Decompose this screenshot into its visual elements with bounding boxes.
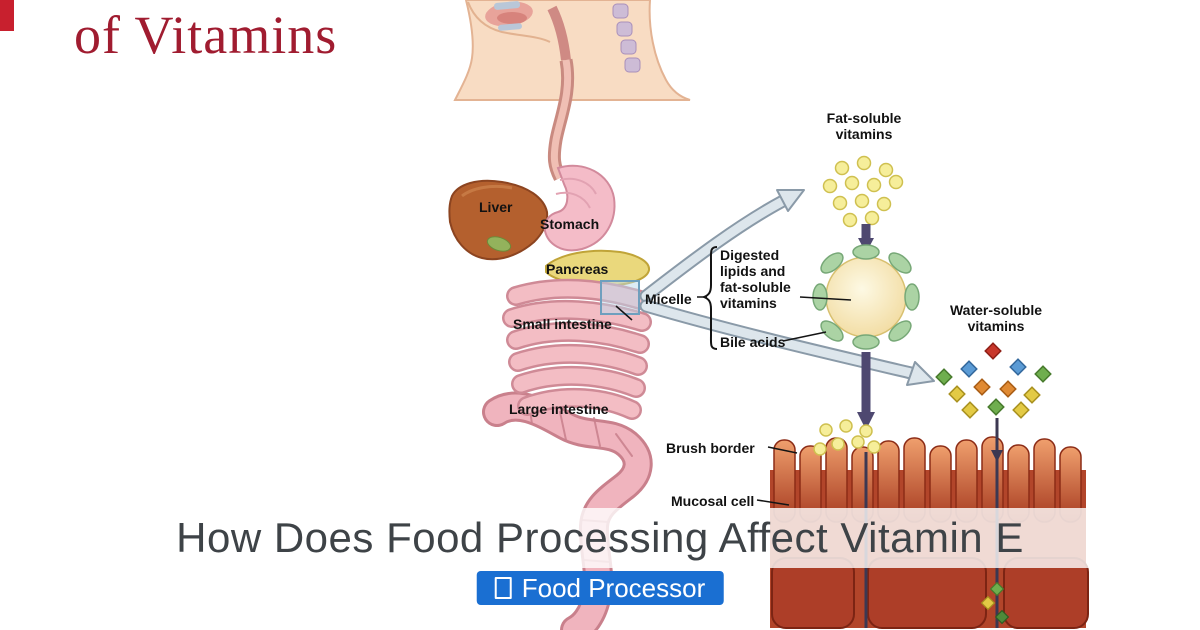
label-micelle: Micelle [645, 291, 692, 307]
fat-vitamin-dots-at-border [813, 419, 881, 456]
red-corner-bar [0, 0, 14, 31]
micelle-shape [812, 244, 920, 350]
label-large-intestine: Large intestine [509, 401, 609, 417]
label-bile-acids: Bile acids [720, 334, 786, 350]
badge-label: Food Processor [521, 573, 706, 603]
label-small-intestine: Small intestine [513, 316, 612, 332]
head-neck-silhouette [453, 0, 691, 101]
pointer-lines [615, 246, 852, 506]
headline-overlay: How Does Food Processing Affect Vitamin … [0, 508, 1200, 568]
label-bracket [701, 246, 718, 350]
headline-title: How Does Food Processing Affect Vitamin … [176, 514, 1024, 561]
water-vitamin-diamonds-in-cells [980, 581, 1010, 625]
label-stomach: Stomach [540, 216, 600, 232]
liver-shape [448, 179, 549, 261]
label-mucosal-cell: Mucosal cell [671, 493, 755, 509]
badge-placeholder-icon [494, 577, 512, 599]
esophagus-shape [547, 58, 575, 181]
label-digested-lipids: Digested lipids and fat-soluble vitamins [720, 247, 791, 311]
fat-soluble-vitamin-dots [822, 155, 904, 228]
watermark-title: of Vitamins [74, 5, 338, 65]
label-pancreas: Pancreas [546, 261, 609, 277]
label-liver: Liver [479, 199, 513, 215]
label-fat-soluble-vitamins: Fat-soluble vitamins [826, 110, 902, 142]
source-badge: Food Processor [476, 571, 724, 605]
label-water-soluble-vitamins: Water-soluble vitamins [949, 302, 1043, 334]
small-intestine-shape [502, 278, 652, 420]
intestine-highlight-box [600, 280, 640, 315]
spine-vertebrae [612, 3, 641, 73]
flow-arrows [639, 189, 935, 386]
water-soluble-vitamin-diamonds [935, 342, 1052, 419]
stomach-shape [543, 164, 616, 252]
arrow-to-brush-border [857, 352, 875, 430]
label-brush-border: Brush border [666, 440, 755, 456]
